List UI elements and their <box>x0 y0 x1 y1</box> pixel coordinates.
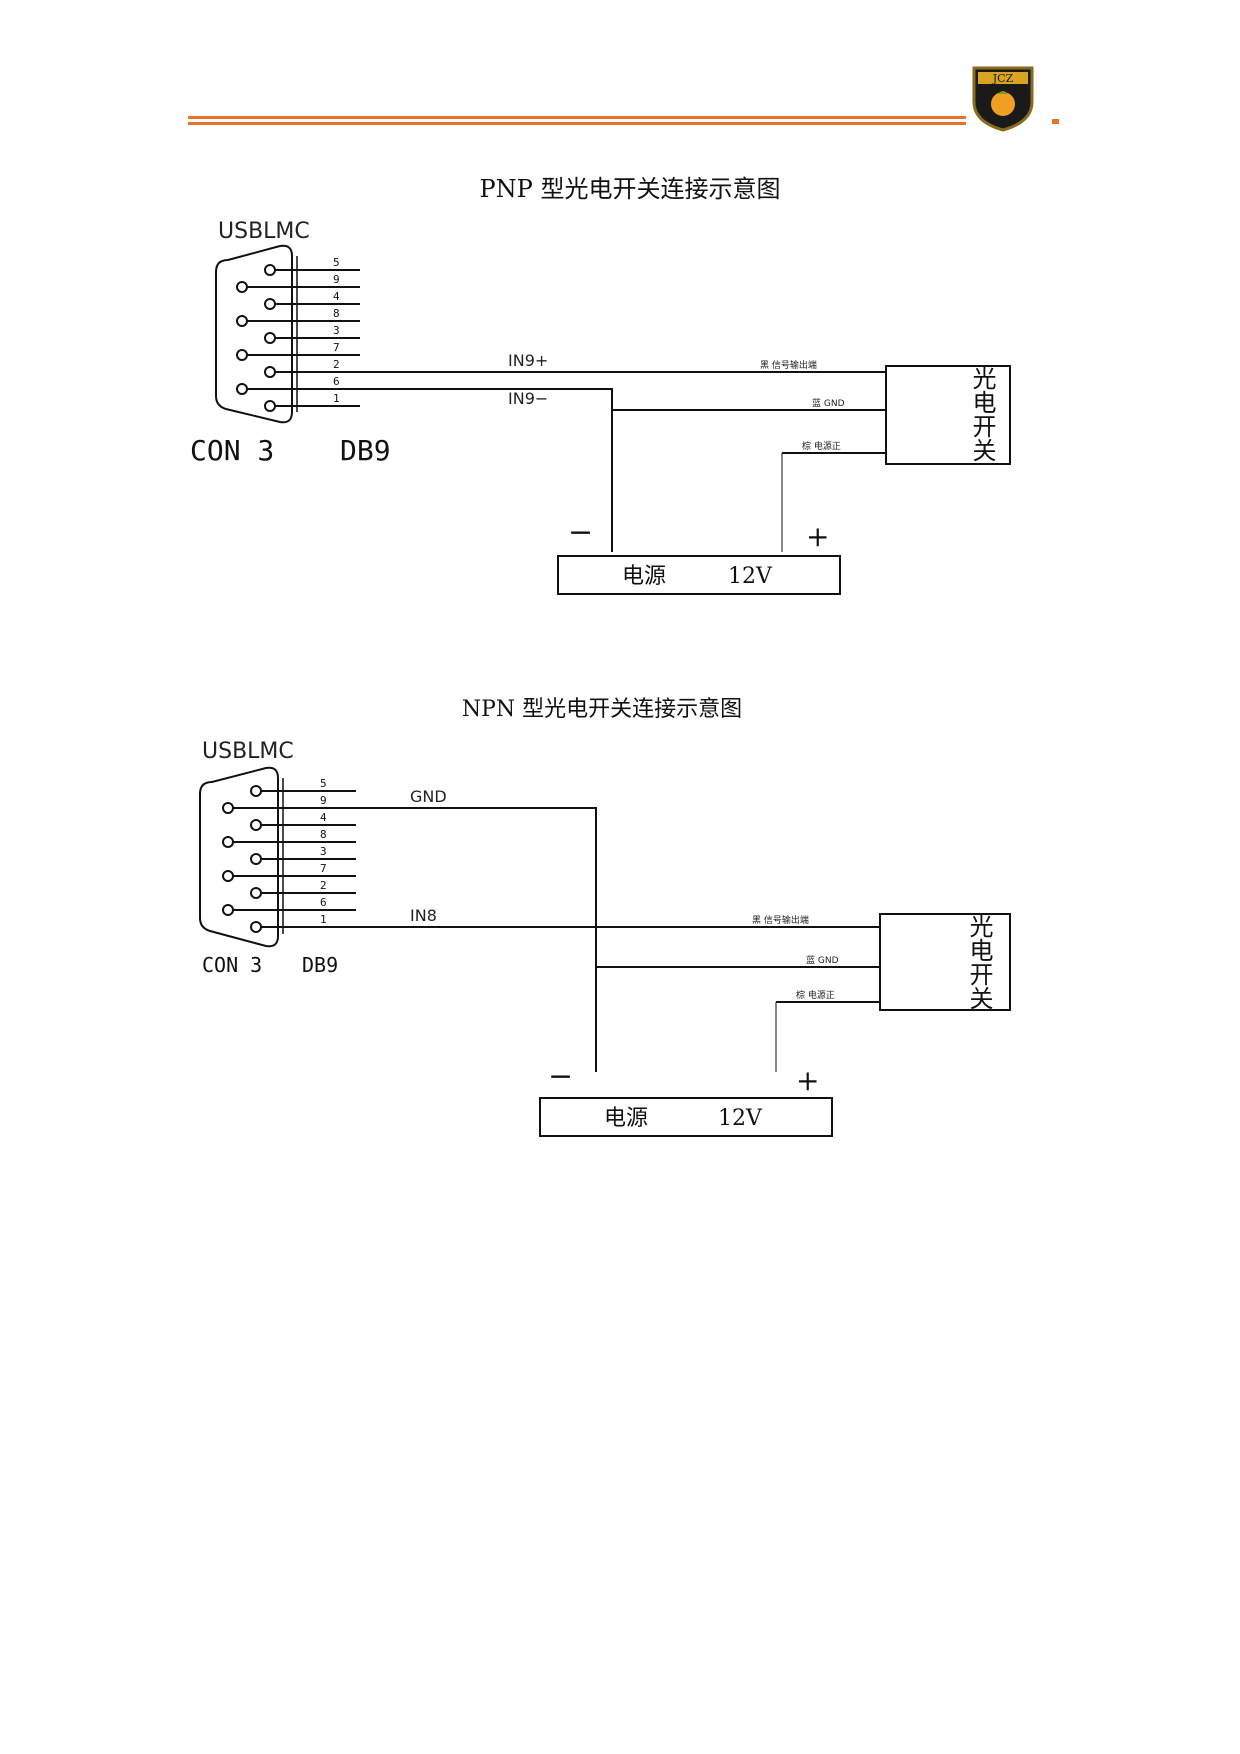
pnp-caption-con: CON 3 <box>190 434 274 467</box>
pnp-switch-label-text: 光电开关 <box>900 366 996 462</box>
npn-minus-terminal: − <box>548 1059 573 1094</box>
pin-number: 8 <box>333 307 340 320</box>
pin-number: 3 <box>333 324 340 337</box>
pnp-signal-in9minus: IN9− <box>508 389 548 408</box>
pin-number: 2 <box>320 879 327 892</box>
pin-number: 2 <box>333 358 340 371</box>
pnp-pin-group <box>236 256 360 412</box>
pnp-db9-connector <box>215 244 293 424</box>
pin-number: 6 <box>320 896 327 909</box>
npn-photoelectric-switch <box>879 913 1011 1011</box>
npn-connector-label: USBLMC <box>202 739 294 764</box>
pnp-power-voltage: 12V <box>728 564 773 589</box>
logo-text: JCZ <box>992 72 1014 85</box>
header-rule-end-mark <box>1052 119 1059 124</box>
pin-number: 7 <box>320 862 327 875</box>
npn-wiring-diagram: NPN 型光电开关连接示意图 USBLMC 5 9 4 8 3 7 2 6 1 … <box>199 697 1011 1137</box>
pin-number: 1 <box>333 392 340 405</box>
npn-wires <box>356 807 880 1072</box>
pnp-photoelectric-switch <box>885 365 1011 465</box>
pnp-wire-pwr-label: 棕 电源正 <box>802 440 841 452</box>
pin-number: 6 <box>333 375 340 388</box>
npn-wire-out-label: 黑 信号输出端 <box>752 914 809 926</box>
npn-diagram-title: NPN 型光电开关连接示意图 <box>462 697 742 722</box>
npn-power-supply <box>539 1097 833 1137</box>
pnp-wires <box>360 371 886 552</box>
pin-number: 9 <box>320 794 327 807</box>
npn-power-voltage: 12V <box>718 1106 763 1131</box>
pin-number: 1 <box>320 913 327 926</box>
pin-number: 4 <box>320 811 327 824</box>
npn-wire-gnd-label: 蓝 GND <box>806 954 839 966</box>
jcz-logo: JCZ <box>972 66 1034 132</box>
npn-plus-terminal: + <box>796 1064 819 1097</box>
pnp-minus-terminal: − <box>568 515 593 550</box>
pnp-switch-label: 光电开关 <box>900 366 996 462</box>
pin-number: 7 <box>333 341 340 354</box>
npn-caption-db9: DB9 <box>302 953 338 977</box>
pnp-caption-db9: DB9 <box>340 434 391 467</box>
pnp-wire-out-label: 黑 信号输出端 <box>760 359 817 371</box>
npn-caption-con: CON 3 <box>202 953 262 977</box>
pnp-power-label: 电源 <box>622 564 666 589</box>
pin-number: 5 <box>333 256 340 269</box>
npn-pin-numbers: 5 9 4 8 3 7 2 6 1 <box>320 777 327 926</box>
pin-number: 5 <box>320 777 327 790</box>
pnp-connector-label: USBLMC <box>218 219 310 244</box>
pnp-plus-terminal: + <box>806 520 829 553</box>
npn-power-label: 电源 <box>604 1106 648 1131</box>
header-rule-bottom <box>188 122 966 125</box>
pnp-pin-numbers: 5 9 4 8 3 7 2 6 1 <box>333 256 340 405</box>
pin-number: 8 <box>320 828 327 841</box>
pnp-power-supply <box>557 555 841 595</box>
pnp-wire-gnd-label: 蓝 GND <box>812 397 845 409</box>
header-rule-top <box>188 116 966 119</box>
npn-signal-gnd: GND <box>410 787 447 806</box>
npn-switch-label: 光电开关 <box>897 914 993 1010</box>
npn-signal-in8: IN8 <box>410 906 437 925</box>
pnp-signal-in9plus: IN9+ <box>508 351 548 370</box>
pin-number: 9 <box>333 273 340 286</box>
npn-wire-pwr-label: 棕 电源正 <box>796 989 835 1001</box>
npn-db9-connector <box>199 766 279 948</box>
pin-number: 4 <box>333 290 340 303</box>
npn-switch-label-text: 光电开关 <box>897 914 993 1010</box>
npn-pin-group <box>222 778 356 934</box>
pnp-wiring-diagram: PNP 型光电开关连接示意图 USBLMC 5 9 4 8 3 7 2 6 1 … <box>190 175 1011 595</box>
pin-number: 3 <box>320 845 327 858</box>
pnp-diagram-title: PNP 型光电开关连接示意图 <box>480 175 781 203</box>
